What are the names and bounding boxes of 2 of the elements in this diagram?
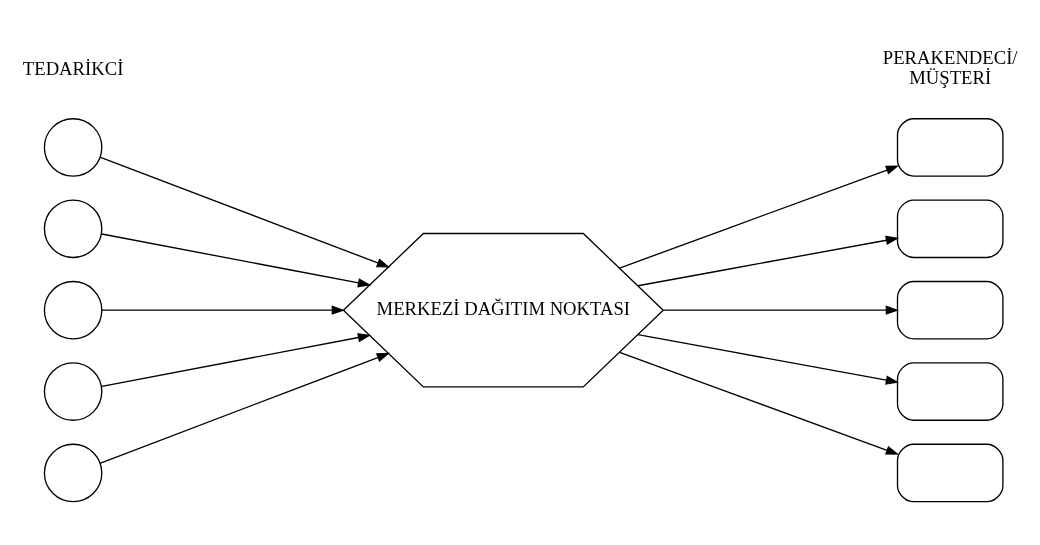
- label: PERAKENDECİ/ MÜŞTERİ: [882, 46, 1018, 88]
- label: TEDARİKCİ: [22, 57, 124, 79]
